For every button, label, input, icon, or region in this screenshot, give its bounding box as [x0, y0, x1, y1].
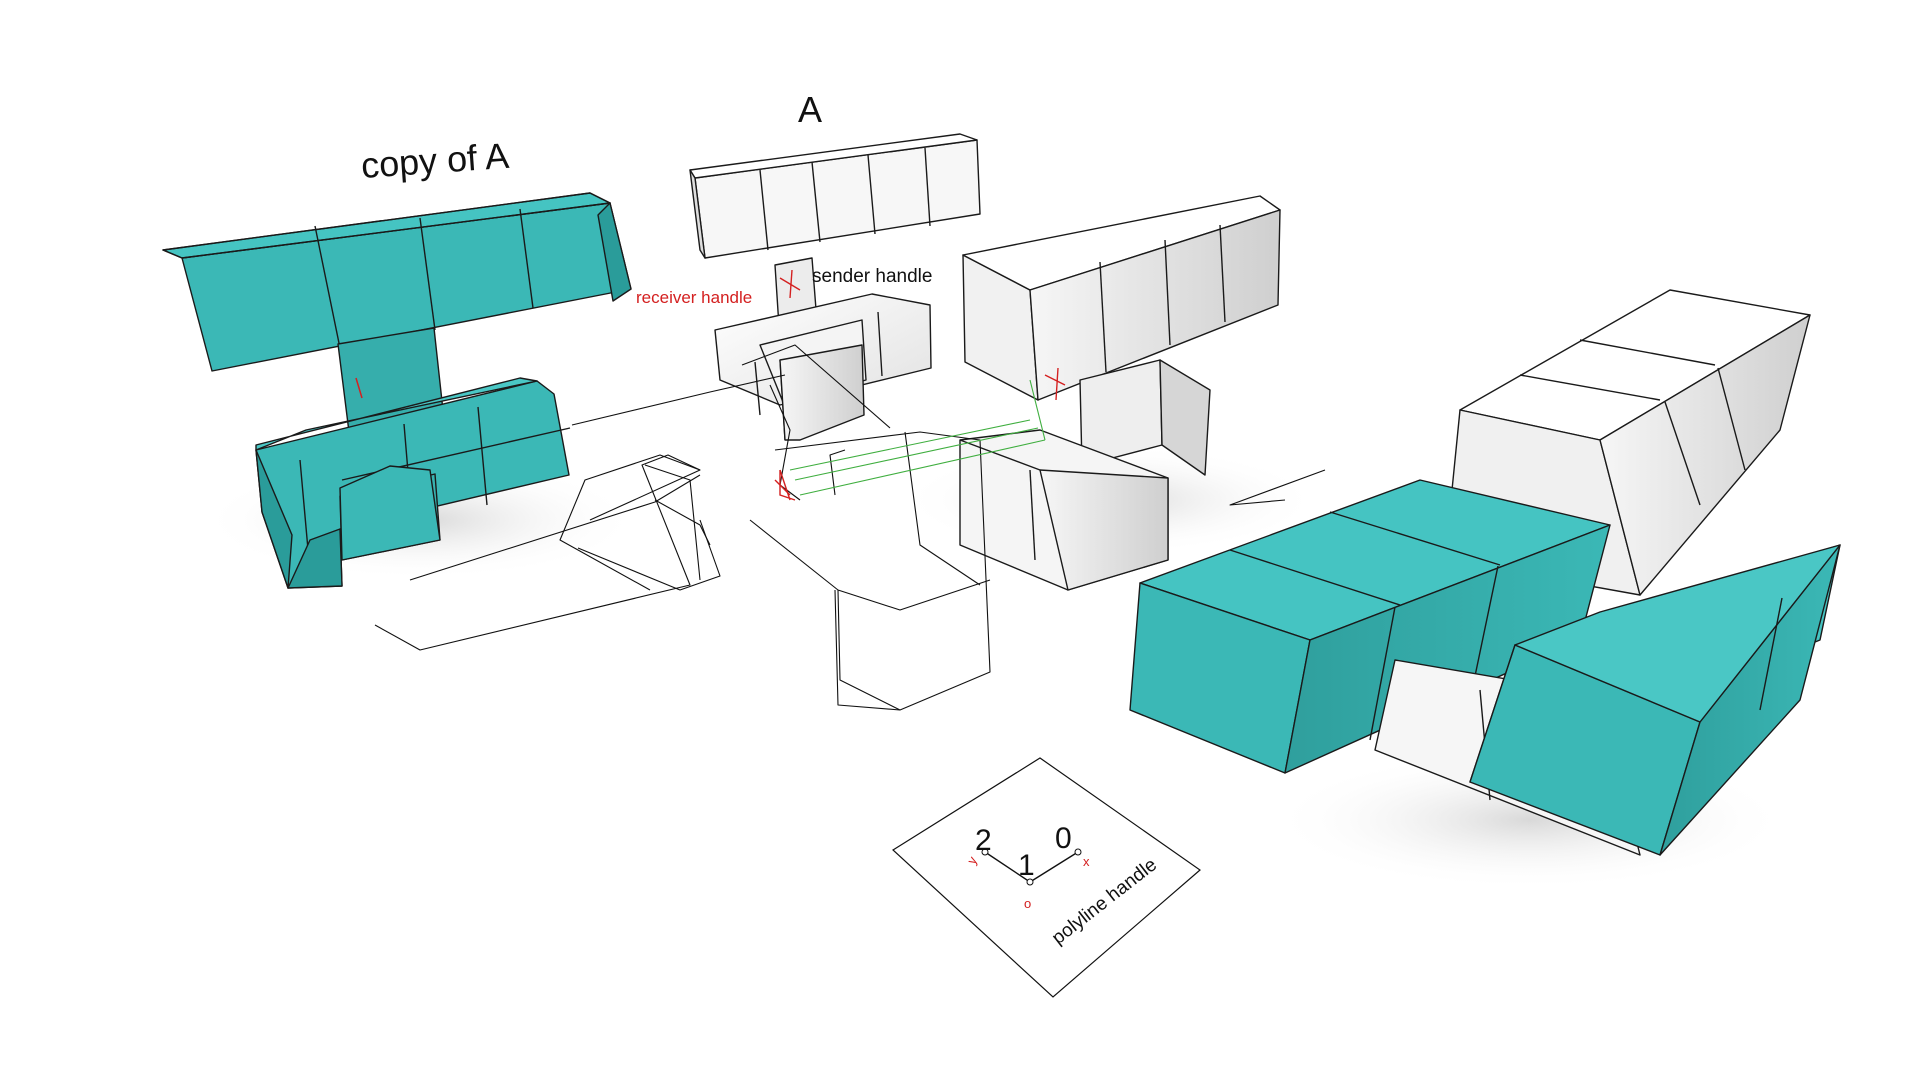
vertex-label-2: 2 [975, 824, 992, 857]
origin-label: o [1024, 896, 1031, 911]
guide-lines [789, 379, 1046, 496]
a-shape [689, 133, 981, 441]
copy-of-a-shape [162, 192, 632, 589]
white-shape-middle [959, 195, 1281, 591]
label-copy-of-a: copy of A [360, 135, 511, 186]
vertex-label-1: 1 [1018, 849, 1035, 882]
vertex-label-0: 0 [1055, 822, 1072, 855]
label-receiver-handle: receiver handle [636, 288, 752, 307]
polyline-handle-card: 2 1 0 y x o polyline handle [892, 757, 1201, 998]
big-right-shape [1129, 289, 1841, 856]
handle-markers [774, 269, 1066, 501]
label-a: A [798, 89, 822, 130]
wireframe-lines [374, 344, 1326, 711]
axis-x-label: x [1083, 854, 1090, 869]
label-sender-handle: sender handle [812, 266, 932, 287]
